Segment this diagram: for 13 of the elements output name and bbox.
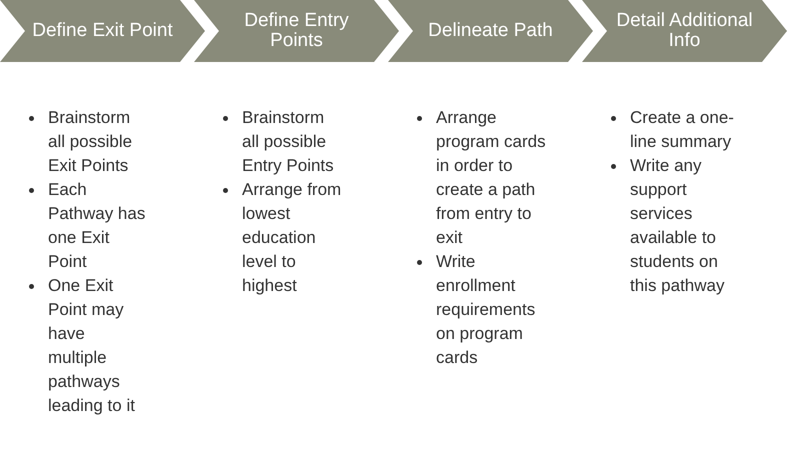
bullet-item: Arrange program cards in order to create a path from entry to exit [436,108,546,247]
bullet-item: Each Pathway has one Exit Point [48,180,146,271]
bullet-item: Brainstorm all possible Entry Points [242,108,334,175]
bullet-item: Arrange from lowest education level to highest [242,180,342,295]
step-title: Delineate Path [428,21,553,41]
bullet-item: Write any support services available to students on this pathway [630,156,724,295]
step-title: Define Exit Point [32,21,173,41]
bullet-item: Create a one-line summary [630,108,734,151]
bullet-item: Brainstorm all possible Exit Points [48,108,132,175]
step-title: Detail Additional Info [615,11,754,51]
bullet-item: One Exit Point may have multiple pathways leading to it [48,276,135,415]
step-title: Define Entry Points [243,11,350,51]
bullet-item: Write enrollment requirements on program cards [436,252,536,367]
